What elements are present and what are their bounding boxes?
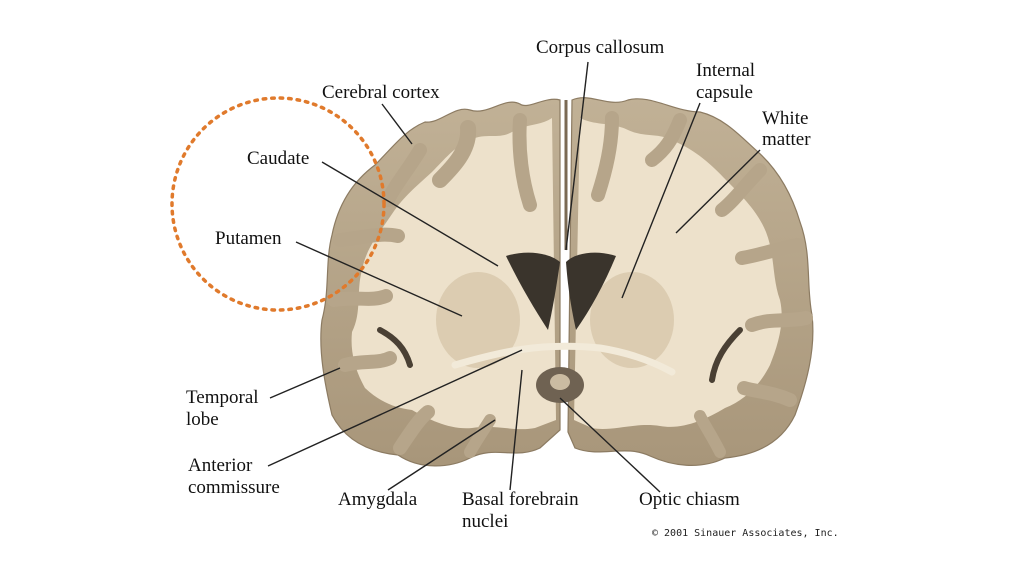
sulcus-deep-left xyxy=(377,327,413,368)
leader-lines xyxy=(267,61,761,493)
sulcus-left-4 xyxy=(327,289,393,307)
label-basal-forebrain-line2: nuclei xyxy=(462,511,509,532)
sulcus-left-1 xyxy=(432,120,477,188)
sulcus-left-3 xyxy=(333,227,405,247)
leader-amygdala xyxy=(387,419,496,491)
leader-putamen xyxy=(295,241,463,317)
leader-optic-chiasm xyxy=(559,397,661,493)
label-cerebral-cortex: Cerebral cortex xyxy=(322,82,440,103)
sulcus-right-4 xyxy=(735,238,805,265)
label-white-matter-line1: White xyxy=(762,108,809,129)
leader-cerebral-cortex xyxy=(381,103,413,145)
label-temporal-lobe-line1: Temporal xyxy=(186,387,259,408)
leader-corpus-callosum xyxy=(565,61,589,251)
lateral-ventricle-right xyxy=(566,252,616,330)
leader-anterior-commissure xyxy=(267,349,523,467)
leader-caudate xyxy=(321,161,499,267)
label-anterior-commissure-line2: commissure xyxy=(188,477,280,498)
label-optic-chiasm: Optic chiasm xyxy=(639,489,740,510)
label-caudate: Caudate xyxy=(247,148,310,169)
leader-basal-forebrain xyxy=(509,369,523,491)
highlight-circle xyxy=(170,96,386,312)
sulcus-left-8 xyxy=(512,113,537,212)
putamen-left xyxy=(436,272,520,368)
sulcus-left-5 xyxy=(338,351,397,372)
leader-temporal-lobe xyxy=(269,367,341,399)
sulcus-right-2 xyxy=(645,113,687,167)
leader-white-matter xyxy=(675,149,761,234)
sulcus-right-3 xyxy=(715,163,767,217)
sulcus-left-7 xyxy=(464,414,496,458)
label-anterior-commissure-line1: Anterior xyxy=(188,455,253,476)
sulcus-right-5 xyxy=(745,311,813,332)
sulcus-right-6 xyxy=(737,381,797,407)
putamen-right xyxy=(590,272,674,368)
label-putamen: Putamen xyxy=(215,228,282,249)
label-corpus-callosum: Corpus callosum xyxy=(536,37,665,58)
sulcus-right-7 xyxy=(694,410,726,458)
anterior-commissure-band xyxy=(451,342,676,376)
sulcus-left-6 xyxy=(393,405,435,455)
copyright-notice: © 2001 Sinauer Associates, Inc. xyxy=(652,528,839,539)
label-amygdala: Amygdala xyxy=(338,489,418,510)
sulcus-deep-right xyxy=(709,327,743,383)
label-white-matter-line2: matter xyxy=(762,129,811,150)
optic-chiasm-core xyxy=(550,374,570,390)
label-internal-capsule-line2: capsule xyxy=(696,82,753,103)
leader-internal-capsule xyxy=(621,102,701,299)
label-basal-forebrain-line1: Basal forebrain xyxy=(462,489,579,510)
label-temporal-lobe-line2: lobe xyxy=(186,409,219,430)
label-internal-capsule-line1: Internal xyxy=(696,60,756,81)
sulcus-right-1 xyxy=(591,111,619,202)
lateral-ventricle-left xyxy=(506,252,560,330)
sulcus-left-2 xyxy=(381,143,427,207)
